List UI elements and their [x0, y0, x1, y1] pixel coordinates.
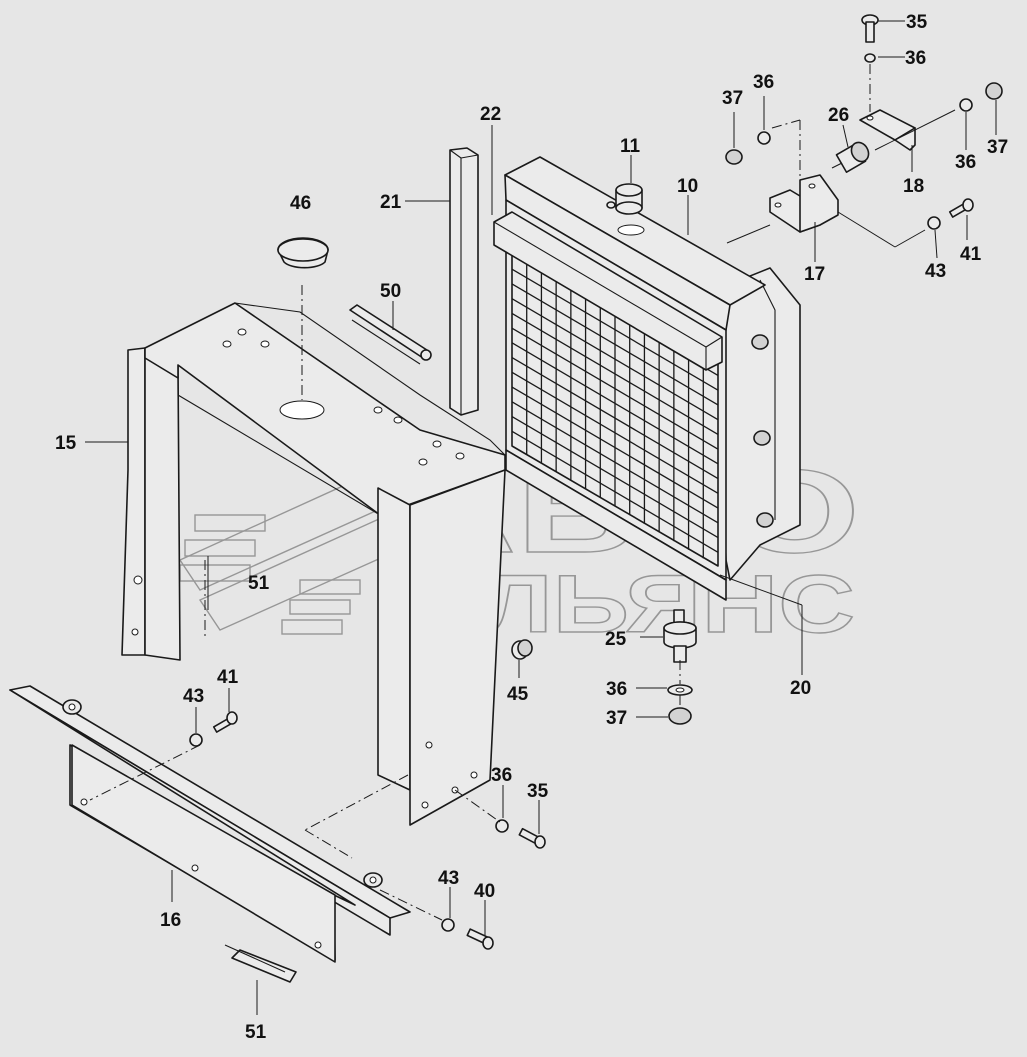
part-17-bracket: [769, 174, 839, 233]
callout-10: 10: [677, 176, 698, 197]
part-15-frame: [121, 302, 506, 826]
washer-36-left-icon: [757, 131, 771, 145]
washer-36-right-icon: [959, 98, 973, 112]
callout-51-lower: 51: [245, 1022, 267, 1043]
callout-37-lower: 37: [606, 708, 627, 729]
part-11-radiator-cap: [606, 183, 643, 215]
callout-36-left: 36: [753, 72, 774, 93]
callout-26: 26: [828, 105, 849, 126]
mesh-horizontal-line: [511, 268, 719, 391]
part-25-mount: [663, 609, 697, 663]
mesh-horizontal-line: [511, 327, 719, 450]
nut-37-right-icon: [985, 82, 1003, 100]
callout-40: 40: [474, 881, 495, 902]
part-22-cross-strip: [493, 211, 723, 371]
callout-43-left: 43: [183, 686, 204, 707]
callout-15: 15: [55, 433, 77, 454]
washer-43-top-icon: [927, 216, 941, 230]
mesh-horizontal-line: [511, 357, 719, 480]
mesh-horizontal-line: [511, 342, 719, 465]
callout-36-lower: 36: [606, 679, 627, 700]
callout-21: 21: [380, 192, 402, 213]
part-16-guard: [9, 685, 411, 963]
callout-45: 45: [507, 684, 529, 705]
mesh-horizontal-line: [511, 430, 719, 553]
callout-36-right: 36: [955, 152, 976, 173]
callout-11: 11: [620, 136, 641, 157]
nut-37-lower-icon: [668, 707, 692, 725]
washer-36-top-icon: [864, 53, 876, 63]
mesh-horizontal-line: [511, 312, 719, 435]
part-18-plate: [859, 109, 916, 151]
washer-36-mid-icon: [495, 819, 509, 833]
callout-25: 25: [605, 629, 627, 650]
bolt-35-mid-icon: [518, 827, 546, 849]
callout-41-top: 41: [960, 244, 982, 265]
bolt-35-top-icon: [861, 14, 879, 43]
mesh-horizontal-line: [511, 371, 719, 494]
bolt-41-left-icon: [212, 711, 238, 733]
callouts: 35 36 37 36 26 36 37 18 22 11 10 21 46 1…: [55, 12, 1008, 1043]
mesh-horizontal-line: [511, 415, 719, 539]
part-46-plug: [277, 237, 329, 269]
part-51-seal-lower: [224, 944, 297, 983]
part-21-vertical-strip: [449, 147, 479, 416]
leader-lines: [85, 20, 997, 1015]
mesh-horizontal-line: [511, 386, 719, 509]
mesh-horizontal-line: [511, 298, 719, 421]
part-50-seal: [349, 304, 432, 365]
part-10-radiator: [504, 156, 801, 601]
callout-51-upper: 51: [248, 573, 270, 594]
callout-36-mid: 36: [491, 765, 512, 786]
callout-43-bottom: 43: [438, 868, 459, 889]
bolt-40-bottom-icon: [466, 928, 494, 950]
part-26-mount: [831, 141, 870, 173]
mesh-horizontal-line: [511, 283, 719, 406]
callout-22: 22: [480, 104, 501, 125]
callout-37-right: 37: [987, 137, 1008, 158]
callout-37-left: 37: [722, 88, 743, 109]
callout-20: 20: [790, 678, 811, 699]
callout-50: 50: [380, 281, 401, 302]
part-45-plug: [511, 639, 533, 660]
center-lines: [89, 64, 871, 921]
callout-16: 16: [160, 910, 181, 931]
bolt-41-top-icon: [948, 198, 974, 218]
callout-36-top: 36: [905, 48, 926, 69]
callout-18: 18: [903, 176, 924, 197]
washer-43-left-icon: [189, 733, 203, 747]
callout-35-mid: 35: [527, 781, 549, 802]
washer-43-bottom-icon: [441, 918, 455, 932]
callout-35-top: 35: [906, 12, 928, 33]
callout-43-top: 43: [925, 261, 946, 282]
callout-17: 17: [804, 264, 825, 285]
callout-41-left: 41: [217, 667, 239, 688]
mesh-horizontal-line: [511, 401, 719, 524]
nut-37-left-icon: [725, 149, 743, 165]
callout-46: 46: [290, 193, 311, 214]
